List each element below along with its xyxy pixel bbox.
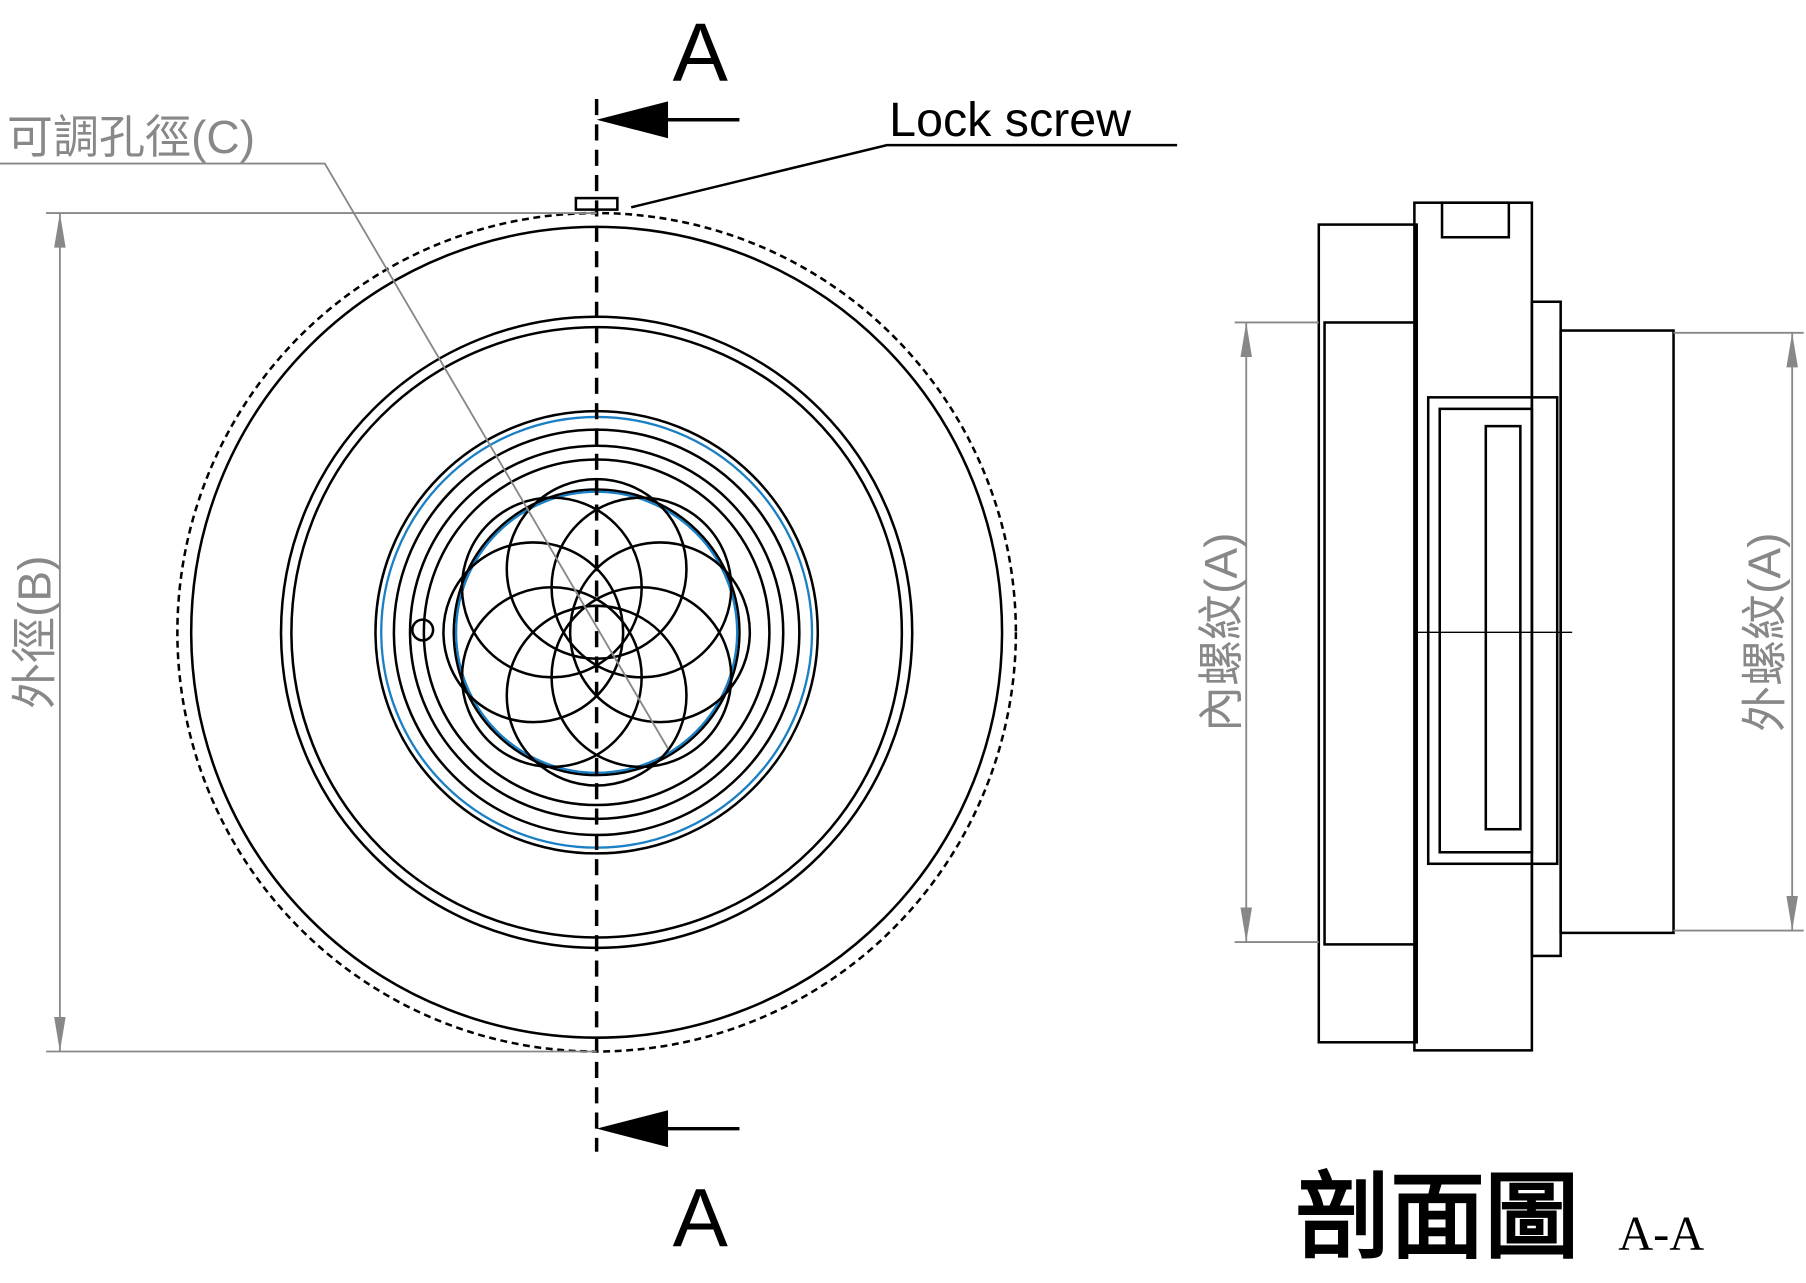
section-view bbox=[1234, 201, 1804, 1052]
outer-diameter-label: 外徑(B) bbox=[9, 556, 61, 709]
section-title: 剖面圖 bbox=[1296, 1166, 1579, 1271]
lock-screw-section bbox=[1440, 201, 1511, 239]
blade-stack bbox=[1484, 424, 1522, 831]
inner-thread-label: 內螺紋(A) bbox=[1195, 533, 1247, 733]
dim-arrow bbox=[1786, 896, 1798, 931]
flange bbox=[1317, 223, 1418, 1044]
iris-blade bbox=[568, 541, 752, 724]
lock-screw-leader bbox=[630, 143, 1178, 209]
iris-blade bbox=[550, 496, 733, 679]
front-view bbox=[0, 99, 1178, 1152]
section-arrow-bottom bbox=[596, 1110, 669, 1148]
aperture-label: 可調孔徑(C) bbox=[7, 111, 255, 163]
knurled-ring bbox=[1413, 201, 1534, 1052]
lock-screw-label: Lock screw bbox=[889, 93, 1132, 147]
male-thread-part bbox=[1559, 329, 1675, 935]
dim-arrow bbox=[54, 1016, 66, 1052]
section-arrow-top bbox=[596, 101, 669, 139]
outer-thread-label: 外螺紋(A) bbox=[1739, 533, 1791, 733]
section-mark-top: A bbox=[673, 6, 729, 99]
iris-housing bbox=[1426, 396, 1559, 866]
dim-arrow bbox=[1240, 907, 1252, 943]
iris-housing-inner bbox=[1438, 407, 1534, 854]
inner-body bbox=[1323, 321, 1418, 946]
iris-blade bbox=[442, 541, 625, 724]
aperture-leader bbox=[0, 162, 669, 750]
dim-arrow bbox=[54, 213, 66, 248]
lever-pin bbox=[411, 618, 435, 642]
section-mark-bottom: A bbox=[673, 1171, 729, 1264]
dim-arrow bbox=[1786, 332, 1798, 368]
iris-blade bbox=[460, 496, 643, 679]
section-suffix: A-A bbox=[1618, 1208, 1704, 1261]
dim-arrow bbox=[1240, 322, 1252, 358]
